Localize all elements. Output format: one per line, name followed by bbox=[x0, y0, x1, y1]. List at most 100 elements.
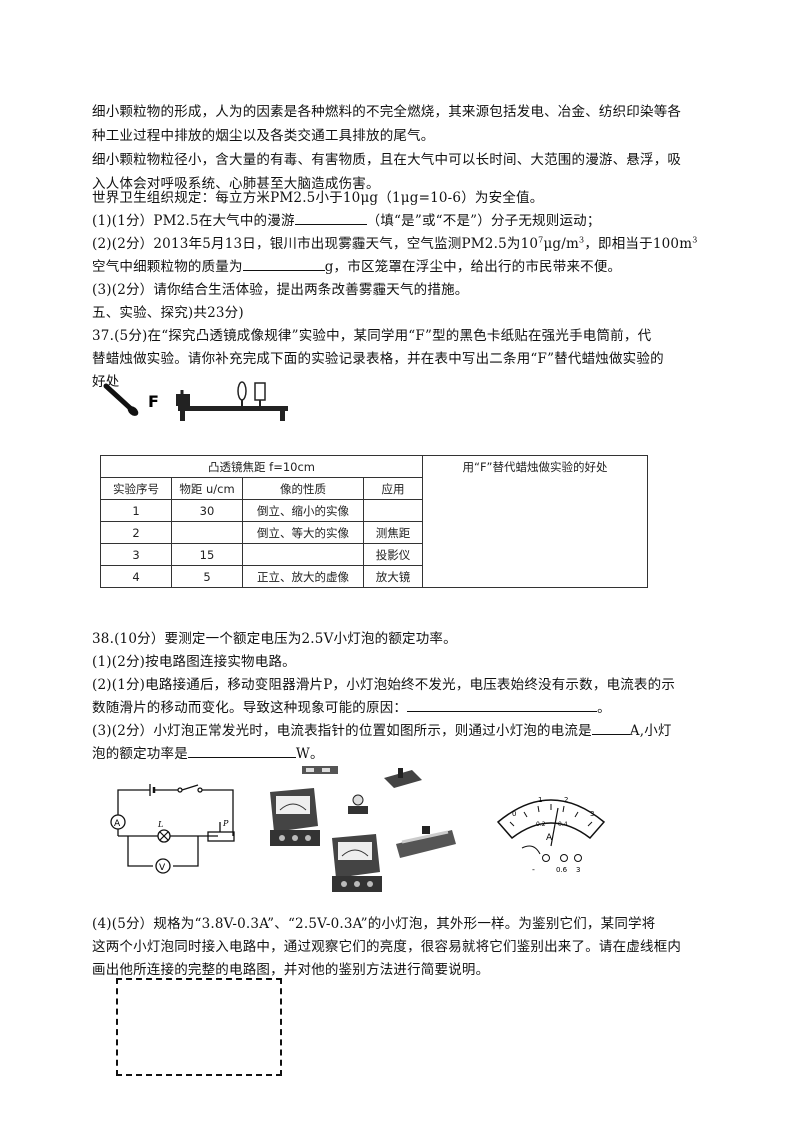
ammeter-symbol bbox=[110, 814, 126, 830]
slider-label: P bbox=[222, 819, 229, 828]
table-cell: 放大镜 bbox=[363, 565, 423, 588]
terminal-icon bbox=[560, 854, 568, 862]
answer-blank[interactable] bbox=[591, 720, 630, 735]
punctuation: 。 bbox=[597, 700, 611, 716]
paragraph-line: 细小颗粒物的形成，人为的因素是各种燃料的不完全燃烧，其来源包括发电、冶金、纺织印… bbox=[92, 104, 682, 120]
dial-scale-label: 0.2 bbox=[536, 821, 546, 828]
table-cell-answer[interactable] bbox=[363, 499, 423, 522]
question-2-text-post: ，即相当于100m bbox=[584, 236, 693, 252]
apparatus-figure bbox=[270, 766, 456, 892]
dial-scale-label: 2 bbox=[564, 796, 568, 804]
dial-scale-label: 1 bbox=[538, 796, 542, 804]
answer-blank[interactable] bbox=[407, 697, 598, 712]
question-2-line-a: (2)(2分）2013年5月13日，银川市出现雾霾天气，空气监测PM2.5为10… bbox=[92, 232, 698, 253]
terminal-label: - bbox=[532, 865, 535, 874]
question-38-3a-post: A,小灯 bbox=[629, 723, 672, 739]
question-38-3b-text: 泡的额定功率是 bbox=[92, 746, 188, 762]
dial-scale-label: 0.4 bbox=[558, 821, 568, 828]
voltmeter-device-icon bbox=[270, 788, 320, 846]
question-38: 38.(10分）要测定一个额定电压为2.5V小灯泡的额定功率。 bbox=[92, 631, 457, 647]
table-cell: 测焦距 bbox=[363, 521, 423, 544]
voltmeter-symbol bbox=[155, 858, 171, 874]
question-2-text: (2)(2分）2013年5月13日，银川市出现雾霾天气，空气监测PM2.5为10 bbox=[92, 236, 539, 252]
question-2b-text-post: g，市区笼罩在浮尘中，给出行的市民带来不便。 bbox=[324, 259, 622, 275]
paragraph-line: 种工业过程中排放的烟尘以及各类交通工具排放的尾气。 bbox=[92, 128, 435, 144]
question-37-line: 37.(5分)在“探究凸透镜成像规律”实验中，某同学用“F”型的黑色卡纸贴在强光… bbox=[92, 328, 652, 344]
question-38-4c: 画出他所连接的完整的电路图，并对他的鉴别方法进行简要说明。 bbox=[92, 962, 490, 978]
ammeter-label: A bbox=[114, 819, 121, 829]
optical-bench bbox=[176, 381, 288, 421]
paragraph-line: 细小颗粒物粒径小，含大量的有毒、有害物质，且在大气中可以长时间、大范围的漫游、悬… bbox=[92, 152, 682, 168]
question-38-3b: 泡的额定功率是 W。 bbox=[92, 742, 324, 762]
dial-needle bbox=[550, 807, 559, 847]
table-cell-answer[interactable] bbox=[171, 521, 243, 544]
table-cell: 倒立、等大的实像 bbox=[242, 521, 364, 544]
bulb-holder-icon bbox=[348, 794, 368, 814]
table-cell: 投影仪 bbox=[363, 543, 423, 566]
answer-blank[interactable] bbox=[187, 743, 296, 758]
voltmeter-label: V bbox=[159, 863, 166, 873]
unit-text: W。 bbox=[295, 746, 324, 762]
question-38-4b: 这两个小灯泡同时接入电路中，通过观察它们的亮度，很容易就将它们鉴别出来了。请在虚… bbox=[92, 939, 682, 955]
table-col-header: 应用 bbox=[363, 477, 423, 500]
question-38-3a: (3)(2分）小灯泡正常发光时，电流表指针的位置如图所示，则通过小灯泡的电流是 A… bbox=[92, 719, 672, 739]
bulb-label: L bbox=[157, 820, 163, 829]
battery-icon bbox=[302, 766, 338, 774]
question-1-text: (1)(1分）PM2.5在大气中的漫游 bbox=[92, 213, 295, 229]
question-2b-text: 空气中细颗粒物的质量为 bbox=[92, 259, 243, 275]
table-cell: 倒立、缩小的实像 bbox=[242, 499, 364, 522]
table-cell-answer[interactable] bbox=[242, 543, 364, 566]
flashlight-icon bbox=[103, 383, 139, 416]
table-cell: 5 bbox=[171, 565, 243, 588]
circuit-diagram: A L P V bbox=[110, 784, 235, 874]
who-standard-text: 世界卫生组织规定：每立方米PM2.5小于10μg（1μg=10-6）为安全值。 bbox=[92, 190, 544, 206]
question-38-2b-text: 数随滑片的移动而变化。导致这种现象可能的原因： bbox=[92, 700, 408, 716]
table-col-header: 物距 u/cm bbox=[171, 477, 243, 500]
terminal-icon bbox=[574, 854, 582, 862]
superscript: 3 bbox=[579, 235, 585, 245]
answer-blank[interactable] bbox=[242, 256, 325, 271]
paragraph-line: 世界卫生组织规定：每立方米PM2.5小于10μg（1μg=10-6）为安全值。 bbox=[92, 186, 543, 206]
question-1: (1)(1分）PM2.5在大气中的漫游 （填“是”或“不是”）分子无规则运动； bbox=[92, 209, 601, 229]
table-header-left: 凸透镜焦距 f=10cm bbox=[100, 455, 423, 478]
question-37-line: 替蜡烛做实验。请你补充完成下面的实验记录表格，并在表中写出二条用“F”替代蜡烛做… bbox=[92, 351, 664, 367]
f-letter-label: F bbox=[148, 392, 159, 411]
section-heading: 五、实验、探究)共23分) bbox=[92, 305, 244, 321]
dial-unit-label: A bbox=[546, 833, 553, 843]
table-cell: 1 bbox=[100, 499, 172, 522]
table-header-right: 用“F”替代蜡烛做实验的好处 bbox=[422, 455, 648, 588]
optical-bench-figure: F bbox=[103, 381, 288, 421]
table-col-header: 像的性质 bbox=[242, 477, 364, 500]
question-38-3a-text: (3)(2分）小灯泡正常发光时，电流表指针的位置如图所示，则通过小灯泡的电流是 bbox=[92, 723, 592, 739]
superscript: 3 bbox=[692, 235, 698, 245]
terminal-label: 0.6 bbox=[556, 866, 568, 874]
ammeter-dial-figure: 0 1 2 3 0.2 0.4 A - 0.6 3 bbox=[496, 796, 606, 874]
terminal-icon bbox=[542, 854, 550, 862]
table-cell: 30 bbox=[171, 499, 243, 522]
question-1-text-post: （填“是”或“不是”）分子无规则运动； bbox=[366, 213, 601, 229]
table-cell: 3 bbox=[100, 543, 172, 566]
dial-scale-label: 0 bbox=[512, 810, 516, 818]
question-38-2b: 数随滑片的移动而变化。导致这种现象可能的原因： 。 bbox=[92, 696, 611, 716]
table-col-header: 实验序号 bbox=[100, 477, 172, 500]
drawing-area[interactable] bbox=[116, 978, 282, 1076]
switch-icon bbox=[384, 768, 422, 788]
table-row: 4 5 正立、放大的虚像 放大镜 bbox=[100, 565, 648, 588]
question-37-line: 好处 bbox=[92, 374, 120, 390]
question-38-1: (1)(2分)按电路图连接实物电路。 bbox=[92, 654, 296, 670]
question-38-2a: (2)(1分)电路接通后，移动变阻器滑片P，小灯泡始终不发光，电压表始终没有示数… bbox=[92, 677, 676, 693]
bulb-symbol bbox=[157, 829, 171, 843]
terminal-label: 3 bbox=[576, 866, 580, 874]
question-38-4a: (4)(5分）规格为“3.8V-0.3A”、“2.5V-0.3A”的小灯泡，其外… bbox=[92, 916, 656, 932]
answer-blank[interactable] bbox=[294, 210, 367, 225]
table-header-right-text: 用“F”替代蜡烛做实验的好处 bbox=[462, 460, 608, 474]
rheostat-icon bbox=[396, 826, 456, 858]
table-cell: 4 bbox=[100, 565, 172, 588]
ammeter-device-icon bbox=[332, 834, 382, 892]
paragraph-line: 入人体会对呼吸系统、心肺甚至大脑造成伤害。 bbox=[92, 176, 380, 192]
question-3: (3)(2分）请你结合生活体验，提出两条改善雾霾天气的措施。 bbox=[92, 282, 469, 298]
dial-scale-label: 3 bbox=[590, 810, 594, 818]
superscript: 7 bbox=[538, 235, 544, 245]
table-cell: 2 bbox=[100, 521, 172, 544]
experiment-table: 凸透镜焦距 f=10cm 用“F”替代蜡烛做实验的好处 实验序号 物距 u/cm… bbox=[100, 455, 648, 588]
